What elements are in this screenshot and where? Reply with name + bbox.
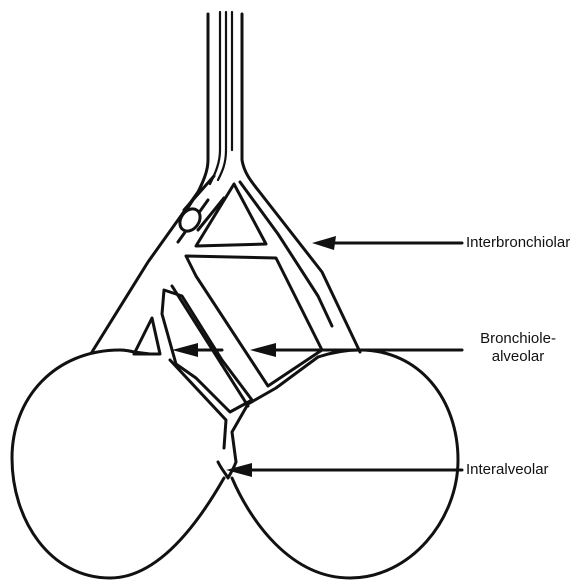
upper-triangle-lumen [196,184,266,246]
bronchiole-alveolar-label-line2: alveolar [466,348,570,366]
bronchiole-alveolar-arrowhead-right [250,343,276,357]
middle-lumen [186,256,322,386]
interbronchiolar-label: Interbronchiolar [466,234,570,252]
interbronchiolar-arrowhead [312,236,336,250]
bronchiole-tube-right-wall [242,14,258,190]
right-alveolus-inner-wall [232,357,318,462]
bronchiole-alveolar-strip [172,286,248,406]
bronchiole-alveolar-label: Bronchiole- alveolar [466,330,570,366]
bronchiole-tube-inner-left [210,12,220,184]
interalveolar-label: Interalveolar [466,461,549,479]
right-branch-outer-wall [258,190,360,352]
bronchiole-alveolar-label-line1: Bronchiole- [466,330,570,348]
bronchiole-alveolar-arrowhead-left [172,343,198,357]
lower-left-triangle-lumen [134,318,160,354]
right-branch-inner-wall [240,182,332,326]
bronchiole-tube-left-wall [184,14,208,214]
